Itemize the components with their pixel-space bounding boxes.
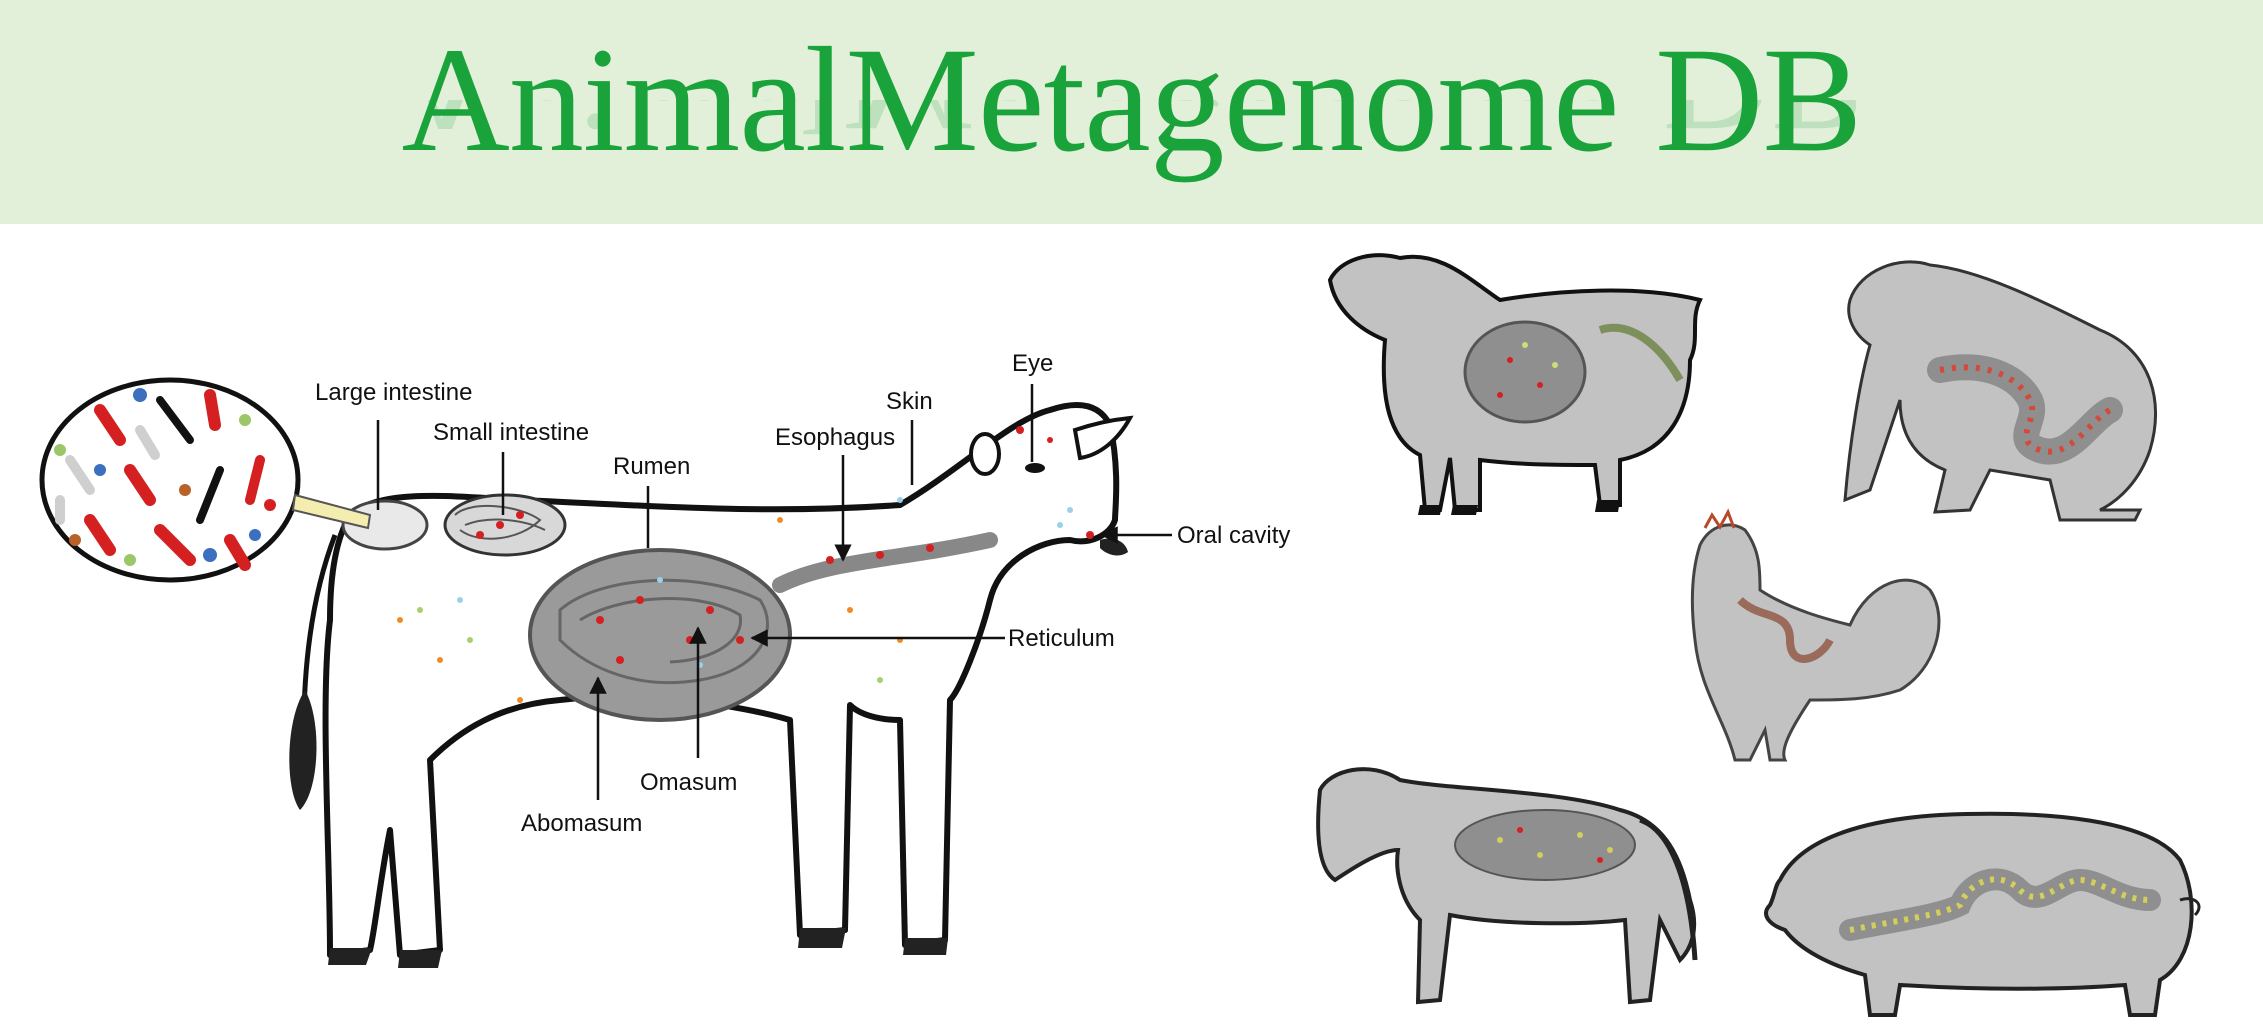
title-banner bbox=[0, 0, 2263, 224]
anatomy-labels: Large intestine Small intestine Rumen Es… bbox=[315, 350, 1290, 837]
label-small-intestine: Small intestine bbox=[433, 419, 589, 446]
label-rumen: Rumen bbox=[613, 453, 690, 480]
sheep-illustration bbox=[1327, 253, 1703, 515]
pig-illustration bbox=[1764, 811, 2201, 1017]
title-reflection: AnimalMetagenome DB bbox=[0, 100, 2263, 160]
label-skin: Skin bbox=[886, 388, 933, 415]
microbiome-inset bbox=[39, 377, 372, 583]
label-eye: Eye bbox=[1012, 350, 1053, 377]
chicken-illustration bbox=[1690, 508, 1941, 762]
label-reticulum: Reticulum bbox=[1008, 625, 1115, 652]
label-esophagus: Esophagus bbox=[775, 424, 895, 451]
label-large-intestine: Large intestine bbox=[315, 379, 472, 406]
label-oral-cavity: Oral cavity bbox=[1177, 522, 1290, 549]
horse-illustration bbox=[1316, 767, 1698, 1005]
cow-illustration bbox=[289, 402, 1134, 968]
label-abomasum: Abomasum bbox=[521, 810, 642, 837]
animal-diagram: Large intestine Small intestine Rumen Es… bbox=[39, 253, 2201, 1017]
gorilla-illustration bbox=[1843, 260, 2158, 522]
label-omasum: Omasum bbox=[640, 769, 737, 796]
page-title: AnimalMetagenome DB bbox=[401, 17, 1863, 183]
